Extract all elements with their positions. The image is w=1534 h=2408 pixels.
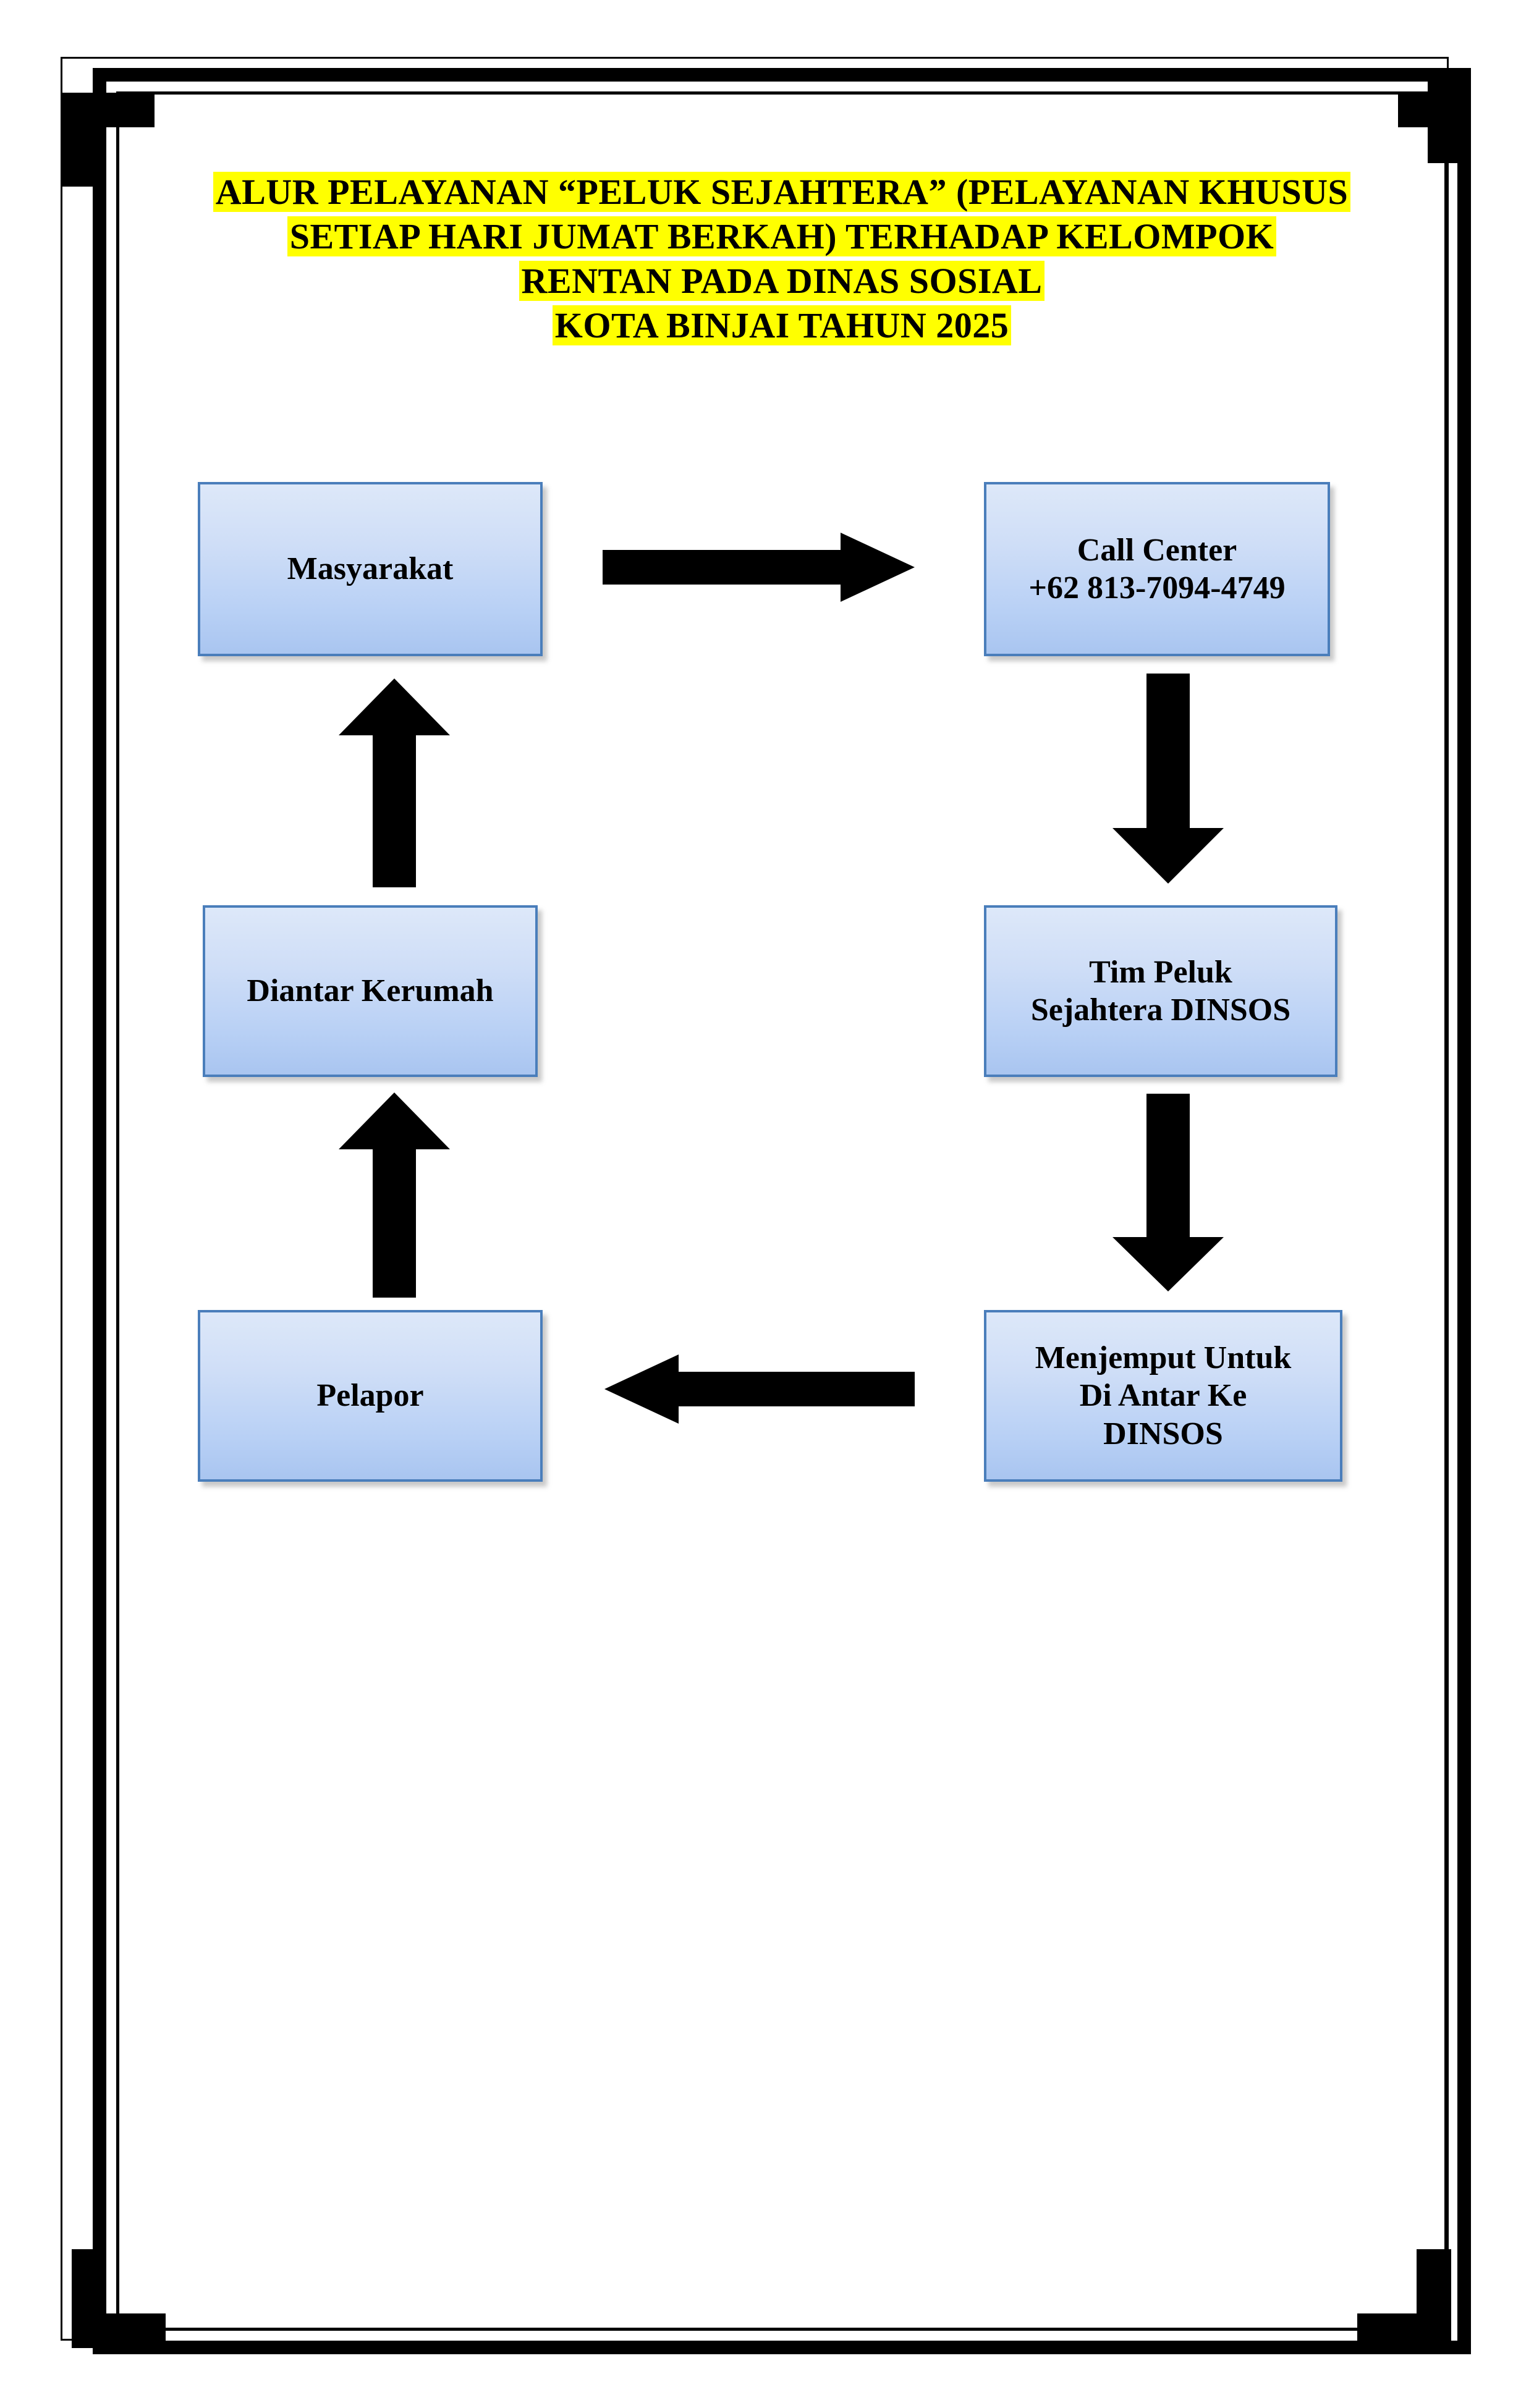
page-title: ALUR PELAYANAN “PELUK SEJAHTERA” (PELAYA… xyxy=(117,170,1446,348)
page-border-heavy-frame xyxy=(93,68,1471,2354)
flow-arrow-masyarakat-to-call-center xyxy=(603,533,915,602)
flow-arrow-diantar-kerumah-to-masyarakat xyxy=(339,678,450,887)
flow-node-diantar-kerumah[interactable]: Diantar Kerumah xyxy=(203,905,538,1077)
flow-node-menjemput[interactable]: Menjemput Untuk Di Antar Ke DINSOS xyxy=(984,1310,1342,1482)
flow-node-masyarakat-label: Masyarakat xyxy=(287,551,454,587)
flow-node-tim-peluk[interactable]: Tim Peluk Sejahtera DINSOS xyxy=(984,905,1337,1077)
title-line-2: SETIAP HARI JUMAT BERKAH) TERHADAP KELOM… xyxy=(117,214,1446,259)
border-corner-bottom-left-arm xyxy=(72,2313,166,2348)
border-corner-top-right-arm xyxy=(1398,93,1462,127)
flow-node-tim-peluk-label: Tim Peluk Sejahtera DINSOS xyxy=(1030,954,1291,1028)
flow-node-call-center-label: Call Center +62 813-7094-4749 xyxy=(1028,532,1286,606)
title-line-3: RENTAN PADA DINAS SOSIAL xyxy=(117,259,1446,303)
flow-arrow-pelapor-to-diantar-kerumah xyxy=(339,1092,450,1298)
flow-node-menjemput-label: Menjemput Untuk Di Antar Ke DINSOS xyxy=(1035,1340,1292,1451)
border-corner-top-left-arm xyxy=(61,93,155,127)
flow-node-pelapor-label: Pelapor xyxy=(316,1378,424,1414)
border-corner-bottom-right-arm xyxy=(1357,2313,1451,2348)
page-border-inner-line xyxy=(116,91,1447,2331)
title-line-1: ALUR PELAYANAN “PELUK SEJAHTERA” (PELAYA… xyxy=(117,170,1446,214)
flow-node-masyarakat[interactable]: Masyarakat xyxy=(198,482,543,656)
page-border-hairline xyxy=(61,57,1449,2341)
flow-arrow-call-center-to-tim-peluk xyxy=(1112,674,1224,884)
flow-node-call-center[interactable]: Call Center +62 813-7094-4749 xyxy=(984,482,1330,656)
flow-node-pelapor[interactable]: Pelapor xyxy=(198,1310,543,1482)
flow-arrow-menjemput-to-pelapor xyxy=(604,1354,915,1424)
flow-arrow-tim-peluk-to-menjemput xyxy=(1112,1094,1224,1291)
page-border-white-gap xyxy=(106,82,1457,2341)
title-line-4: KOTA BINJAI TAHUN 2025 xyxy=(117,303,1446,348)
flow-node-diantar-kerumah-label: Diantar Kerumah xyxy=(247,973,494,1009)
